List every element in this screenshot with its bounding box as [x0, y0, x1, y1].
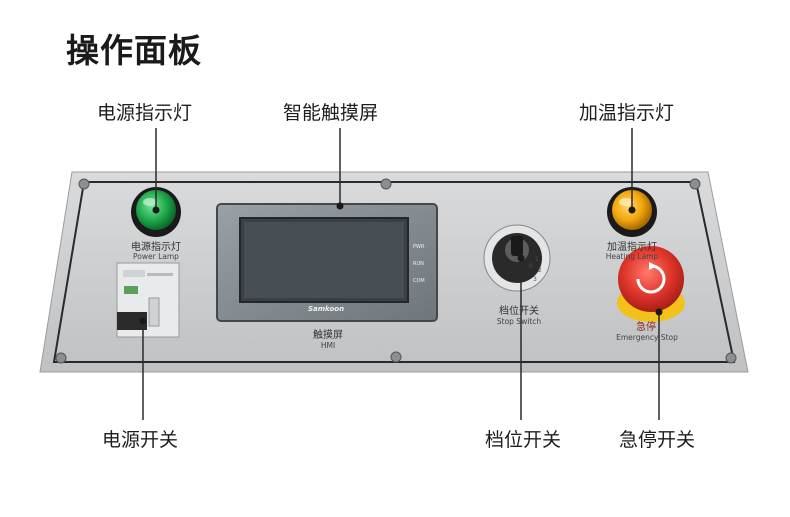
knob-mark-2: 2	[538, 267, 542, 274]
stop-switch-label-en: Stop Switch	[496, 317, 542, 326]
screen-brand-logo: Samkoon	[308, 305, 345, 313]
emergency-label-en: Emergency Stop	[616, 333, 678, 342]
callout-gear-switch: 档位开关	[485, 429, 562, 451]
heating-lamp-label-cn: 加温指示灯	[607, 242, 657, 253]
knob-mark-3: 3	[533, 276, 537, 283]
knob-mark-1: 1	[535, 256, 539, 263]
emergency-label-cn: 急停	[636, 322, 656, 333]
heating-lamp-label-en: Heating Lamp	[605, 252, 659, 261]
callout-power-switch: 电源开关	[102, 429, 179, 451]
callout-touchscreen: 智能触摸屏	[283, 102, 379, 124]
stop-switch-label-cn: 档位开关	[499, 306, 539, 317]
power-lamp-label-cn: 电源指示灯	[131, 242, 181, 253]
led-pwr-label: PWR	[413, 244, 425, 250]
hmi-label-cn: 触摸屏	[313, 330, 343, 341]
power-lamp-label-en: Power Lamp	[133, 252, 179, 261]
led-com-label: COM	[413, 278, 425, 284]
callout-power-indicator: 电源指示灯	[97, 102, 193, 124]
hmi-label-en: HMI	[320, 341, 336, 350]
callout-heating-indicator: 加温指示灯	[579, 102, 675, 124]
callout-emergency-stop: 急停开关	[619, 429, 696, 451]
page-title: 操作面板	[66, 31, 202, 70]
knob-mark-0: 0	[529, 263, 533, 270]
led-run-label: RUN	[413, 261, 424, 267]
